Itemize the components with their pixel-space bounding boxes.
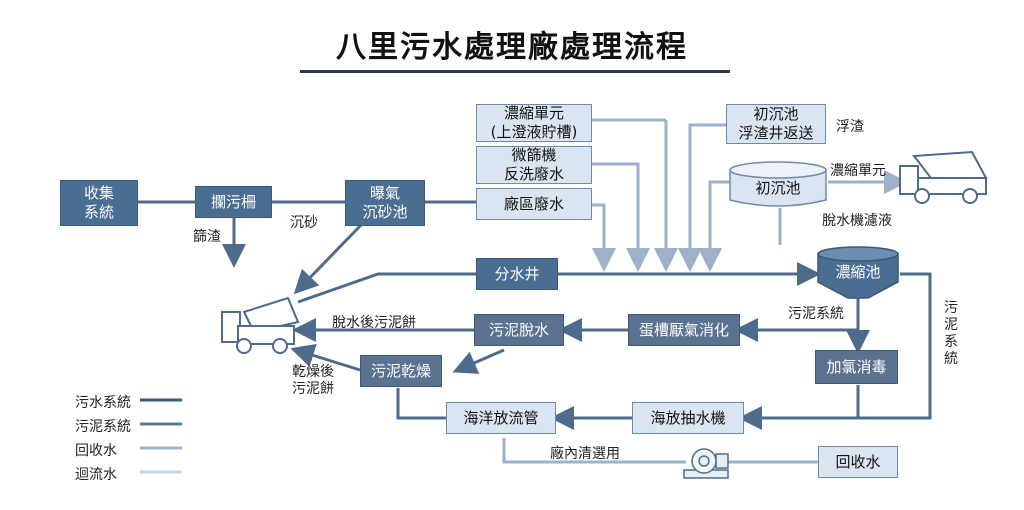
collection-system-box: 收集 系統 — [60, 180, 138, 226]
dried-cake-label: 乾燥後 污泥餅 — [292, 364, 334, 397]
primary-clarifier-shape — [729, 161, 827, 207]
concentration-unit-label: 濃縮單元 — [830, 163, 886, 179]
scum-return-box: 初沉池 浮渣井返送 — [726, 104, 826, 144]
sludge-system-vertical-label: 污 泥 系 統 — [944, 300, 958, 367]
line-dewater-dry — [452, 348, 505, 374]
line-chlor-pump — [748, 385, 860, 420]
line-thick-right — [738, 272, 932, 430]
line-grit-truck — [293, 222, 364, 295]
sludge-system-label: 污泥系統 — [788, 306, 844, 322]
dewatered-cake-label: 脫水後污泥餅 — [332, 315, 416, 331]
reclaimed-water-box: 回收水 — [818, 446, 898, 478]
ocean-outfall-box: 海洋放流管 — [446, 402, 556, 434]
thickener-label: 濃縮池 — [835, 262, 881, 281]
grit-sand-label: 沉砂 — [290, 215, 318, 231]
line-dry-outfall — [396, 388, 446, 420]
line-dry-truck — [290, 343, 361, 372]
plant-wastewater-box: 廠區廢水 — [476, 188, 592, 220]
filtrate-label: 脫水機濾液 — [822, 213, 892, 229]
primary-clarifier-label: 初沉池 — [755, 178, 801, 197]
outfall-pump-box: 海放抽水機 — [632, 402, 744, 434]
concentration-unit-box: 濃縮單元 (上澄液貯槽) — [476, 104, 592, 142]
screen-box: 攔污柵 — [195, 186, 272, 218]
microscreen-box: 微篩機 反洗廢水 — [476, 146, 592, 184]
thickener-shape — [817, 246, 899, 299]
truck-right — [899, 150, 988, 204]
sludge-drying-box: 污泥乾燥 — [360, 355, 442, 387]
truck-left — [221, 296, 300, 354]
scum-label: 浮渣 — [836, 119, 864, 135]
legend-return: 迴流水 — [75, 467, 117, 483]
chlorination-box: 加氯消毒 — [815, 350, 898, 384]
plant-cleaning-label: 廠內清選用 — [550, 446, 620, 462]
grit-chamber-box: 曝氣 沉砂池 — [345, 180, 425, 226]
title-underline — [300, 70, 730, 73]
line-split-thick — [297, 262, 821, 304]
screenings-label: 篩渣 — [193, 229, 221, 245]
legend-sewage: 污水系統 — [75, 395, 131, 411]
pump-shape — [683, 448, 729, 479]
page-title: 八里污水處理廠處理流程 — [336, 30, 688, 65]
splitter-box: 分水井 — [476, 258, 558, 290]
legend-sludge: 污泥系統 — [75, 419, 131, 435]
digester-box: 蛋槽厭氣消化 — [628, 314, 740, 346]
legend-reclaimed: 回收水 — [75, 443, 117, 459]
dewatering-box: 污泥脫水 — [474, 314, 564, 346]
